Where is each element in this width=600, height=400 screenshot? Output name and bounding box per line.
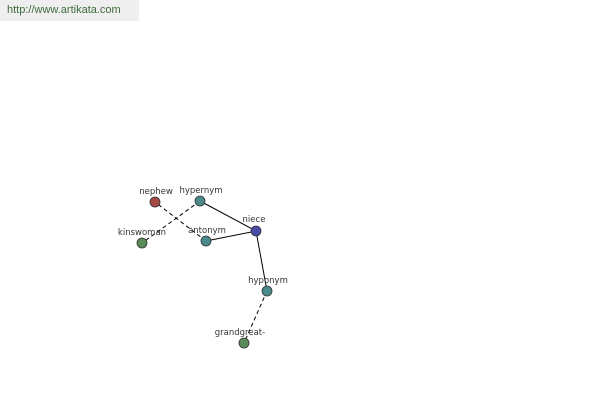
node-antonym[interactable]: antonym <box>188 226 226 247</box>
node-label: grandgreat- <box>215 328 265 338</box>
node-label: nephew <box>139 187 173 197</box>
edge-hypernym-niece <box>199 200 257 232</box>
edge-niece-hyponym <box>255 230 268 292</box>
edge-antonym-nephew <box>154 201 207 242</box>
node-kinswoman[interactable]: kinswoman <box>118 228 166 249</box>
graph-edges <box>141 200 268 344</box>
node-niece[interactable]: niece <box>243 215 266 237</box>
node-circle[interactable] <box>238 337 250 349</box>
edge-antonym-niece <box>205 230 257 242</box>
node-nephew[interactable]: nephew <box>139 187 173 208</box>
node-label: kinswoman <box>118 228 166 238</box>
node-hypernym[interactable]: hypernym <box>179 186 223 207</box>
node-grandgreat[interactable]: grandgreat- <box>215 328 265 349</box>
node-circle[interactable] <box>149 196 161 208</box>
node-label: hypernym <box>179 186 222 196</box>
artikata-link[interactable]: http://www.artikata.com <box>0 0 139 21</box>
node-circle[interactable] <box>261 285 273 297</box>
node-hyponym[interactable]: hyponym <box>248 276 288 297</box>
edge-hypernym-kinswoman <box>141 200 201 244</box>
node-label: hyponym <box>248 276 288 286</box>
node-circle[interactable] <box>250 225 262 237</box>
edge-hyponym-grandgreat <box>243 290 268 344</box>
node-circle[interactable] <box>194 195 206 207</box>
node-circle[interactable] <box>200 235 212 247</box>
graph-nodes: nephew hypernym kinswoman antonym niece hypon… <box>118 186 288 349</box>
node-label: antonym <box>188 226 226 236</box>
node-label: niece <box>243 215 266 225</box>
node-circle[interactable] <box>136 237 148 249</box>
